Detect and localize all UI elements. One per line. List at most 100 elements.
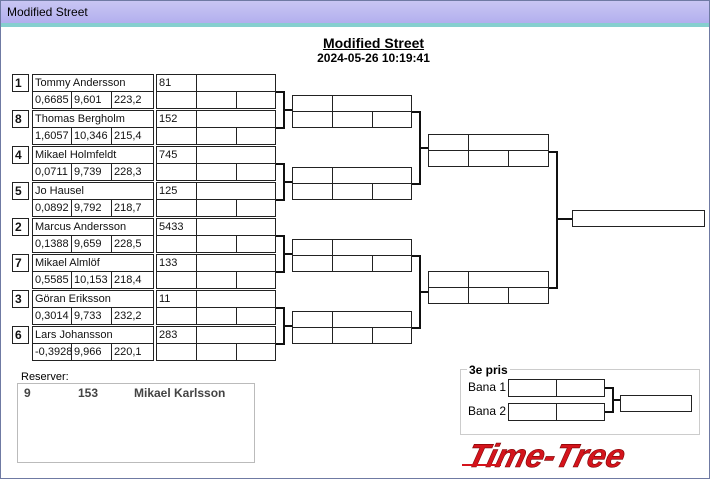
car-number: 745 bbox=[156, 146, 197, 164]
driver-name[interactable]: Mikael Holmfeldt bbox=[32, 146, 154, 164]
bracket-connector bbox=[412, 255, 420, 257]
result-cell[interactable] bbox=[196, 307, 237, 325]
driver-name[interactable]: Mikael Almlöf bbox=[32, 254, 154, 272]
car-number: 125 bbox=[156, 182, 197, 200]
semi-cell[interactable] bbox=[428, 287, 469, 304]
reaction-time: 0,6685 bbox=[32, 91, 72, 109]
driver-name[interactable]: Thomas Bergholm bbox=[32, 110, 154, 128]
match-cell[interactable] bbox=[372, 255, 412, 272]
bracket-connector bbox=[283, 109, 292, 111]
third-winner-cell[interactable] bbox=[620, 395, 692, 412]
driver-name[interactable]: Lars Johansson bbox=[32, 326, 154, 344]
match-cell[interactable] bbox=[332, 167, 412, 184]
match-cell[interactable] bbox=[292, 95, 333, 112]
match-cell[interactable] bbox=[332, 255, 373, 272]
result-cell[interactable] bbox=[156, 271, 197, 289]
result-cell[interactable] bbox=[196, 127, 237, 145]
result-cell[interactable] bbox=[196, 235, 237, 253]
top-speed: 218,7 bbox=[111, 199, 154, 217]
match-cell[interactable] bbox=[372, 111, 412, 128]
top-speed: 228,5 bbox=[111, 235, 154, 253]
bracket-connector bbox=[283, 325, 292, 327]
result-cell[interactable] bbox=[156, 235, 197, 253]
match-cell[interactable] bbox=[292, 111, 333, 128]
result-cell[interactable] bbox=[196, 343, 237, 361]
car-number: 5433 bbox=[156, 218, 197, 236]
bracket-connector bbox=[276, 307, 284, 309]
time-tree-logo: Time-Tree bbox=[462, 438, 629, 473]
semi-cell[interactable] bbox=[428, 150, 469, 167]
semi-cell[interactable] bbox=[468, 134, 549, 151]
reserves-list[interactable]: 9 153 Mikael Karlsson bbox=[17, 383, 255, 463]
driver-name[interactable]: Jo Hausel bbox=[32, 182, 154, 200]
third-lane-2-cell-b[interactable] bbox=[556, 403, 605, 421]
result-cell[interactable] bbox=[236, 343, 276, 361]
semi-cell[interactable] bbox=[428, 134, 469, 151]
match-cell[interactable] bbox=[332, 183, 373, 200]
semi-cell[interactable] bbox=[508, 150, 549, 167]
final-winner-cell[interactable] bbox=[572, 210, 705, 227]
semi-cell[interactable] bbox=[468, 287, 509, 304]
elapsed-time: 9,733 bbox=[71, 307, 112, 325]
match-cell[interactable] bbox=[332, 95, 412, 112]
match-cell[interactable] bbox=[332, 111, 373, 128]
bracket-connector bbox=[283, 181, 292, 183]
event-datetime: 2024-05-26 10:19:41 bbox=[317, 51, 430, 65]
match-cell[interactable] bbox=[332, 327, 373, 344]
bracket-connector bbox=[419, 291, 428, 293]
driver-name[interactable]: Marcus Andersson bbox=[32, 218, 154, 236]
match-cell[interactable] bbox=[292, 167, 333, 184]
result-cell[interactable] bbox=[236, 307, 276, 325]
result-cell[interactable] bbox=[156, 307, 197, 325]
third-lane-1-cell-a[interactable] bbox=[508, 379, 557, 397]
result-cell[interactable] bbox=[156, 91, 197, 109]
match-cell[interactable] bbox=[292, 183, 333, 200]
result-cell[interactable] bbox=[156, 127, 197, 145]
result-cell[interactable] bbox=[196, 91, 237, 109]
result-cell[interactable] bbox=[196, 271, 237, 289]
top-speed: 232,2 bbox=[111, 307, 154, 325]
match-cell[interactable] bbox=[372, 183, 412, 200]
semi-cell[interactable] bbox=[428, 271, 469, 288]
result-cell[interactable] bbox=[196, 218, 276, 236]
semi-cell[interactable] bbox=[468, 271, 549, 288]
match-cell[interactable] bbox=[332, 239, 412, 256]
reserves-label: Reserver: bbox=[21, 371, 69, 383]
match-cell[interactable] bbox=[372, 327, 412, 344]
bracket-connector bbox=[276, 199, 284, 201]
bracket-connector bbox=[412, 183, 420, 185]
match-cell[interactable] bbox=[292, 311, 333, 328]
result-cell[interactable] bbox=[196, 74, 276, 92]
result-cell[interactable] bbox=[196, 254, 276, 272]
result-cell[interactable] bbox=[196, 290, 276, 308]
match-cell[interactable] bbox=[292, 327, 333, 344]
result-cell[interactable] bbox=[236, 199, 276, 217]
third-lane-1-cell-b[interactable] bbox=[556, 379, 605, 397]
bracket-connector bbox=[556, 218, 572, 220]
result-cell[interactable] bbox=[196, 326, 276, 344]
match-cell[interactable] bbox=[292, 255, 333, 272]
result-cell[interactable] bbox=[236, 163, 276, 181]
result-cell[interactable] bbox=[236, 235, 276, 253]
semi-cell[interactable] bbox=[468, 150, 509, 167]
driver-name[interactable]: Göran Eriksson bbox=[32, 290, 154, 308]
result-cell[interactable] bbox=[196, 163, 237, 181]
third-lane-2-cell-a[interactable] bbox=[508, 403, 557, 421]
elapsed-time: 10,153 bbox=[71, 271, 112, 289]
result-cell[interactable] bbox=[196, 199, 237, 217]
result-cell[interactable] bbox=[156, 199, 197, 217]
result-cell[interactable] bbox=[156, 343, 197, 361]
result-cell[interactable] bbox=[236, 91, 276, 109]
result-cell[interactable] bbox=[236, 127, 276, 145]
result-cell[interactable] bbox=[236, 271, 276, 289]
result-cell[interactable] bbox=[196, 182, 276, 200]
match-cell[interactable] bbox=[292, 239, 333, 256]
match-cell[interactable] bbox=[332, 311, 412, 328]
result-cell[interactable] bbox=[196, 110, 276, 128]
result-cell[interactable] bbox=[156, 163, 197, 181]
reaction-time: 0,1388 bbox=[32, 235, 72, 253]
result-cell[interactable] bbox=[196, 146, 276, 164]
driver-name[interactable]: Tommy Andersson bbox=[32, 74, 154, 92]
semi-cell[interactable] bbox=[508, 287, 549, 304]
car-number: 283 bbox=[156, 326, 197, 344]
